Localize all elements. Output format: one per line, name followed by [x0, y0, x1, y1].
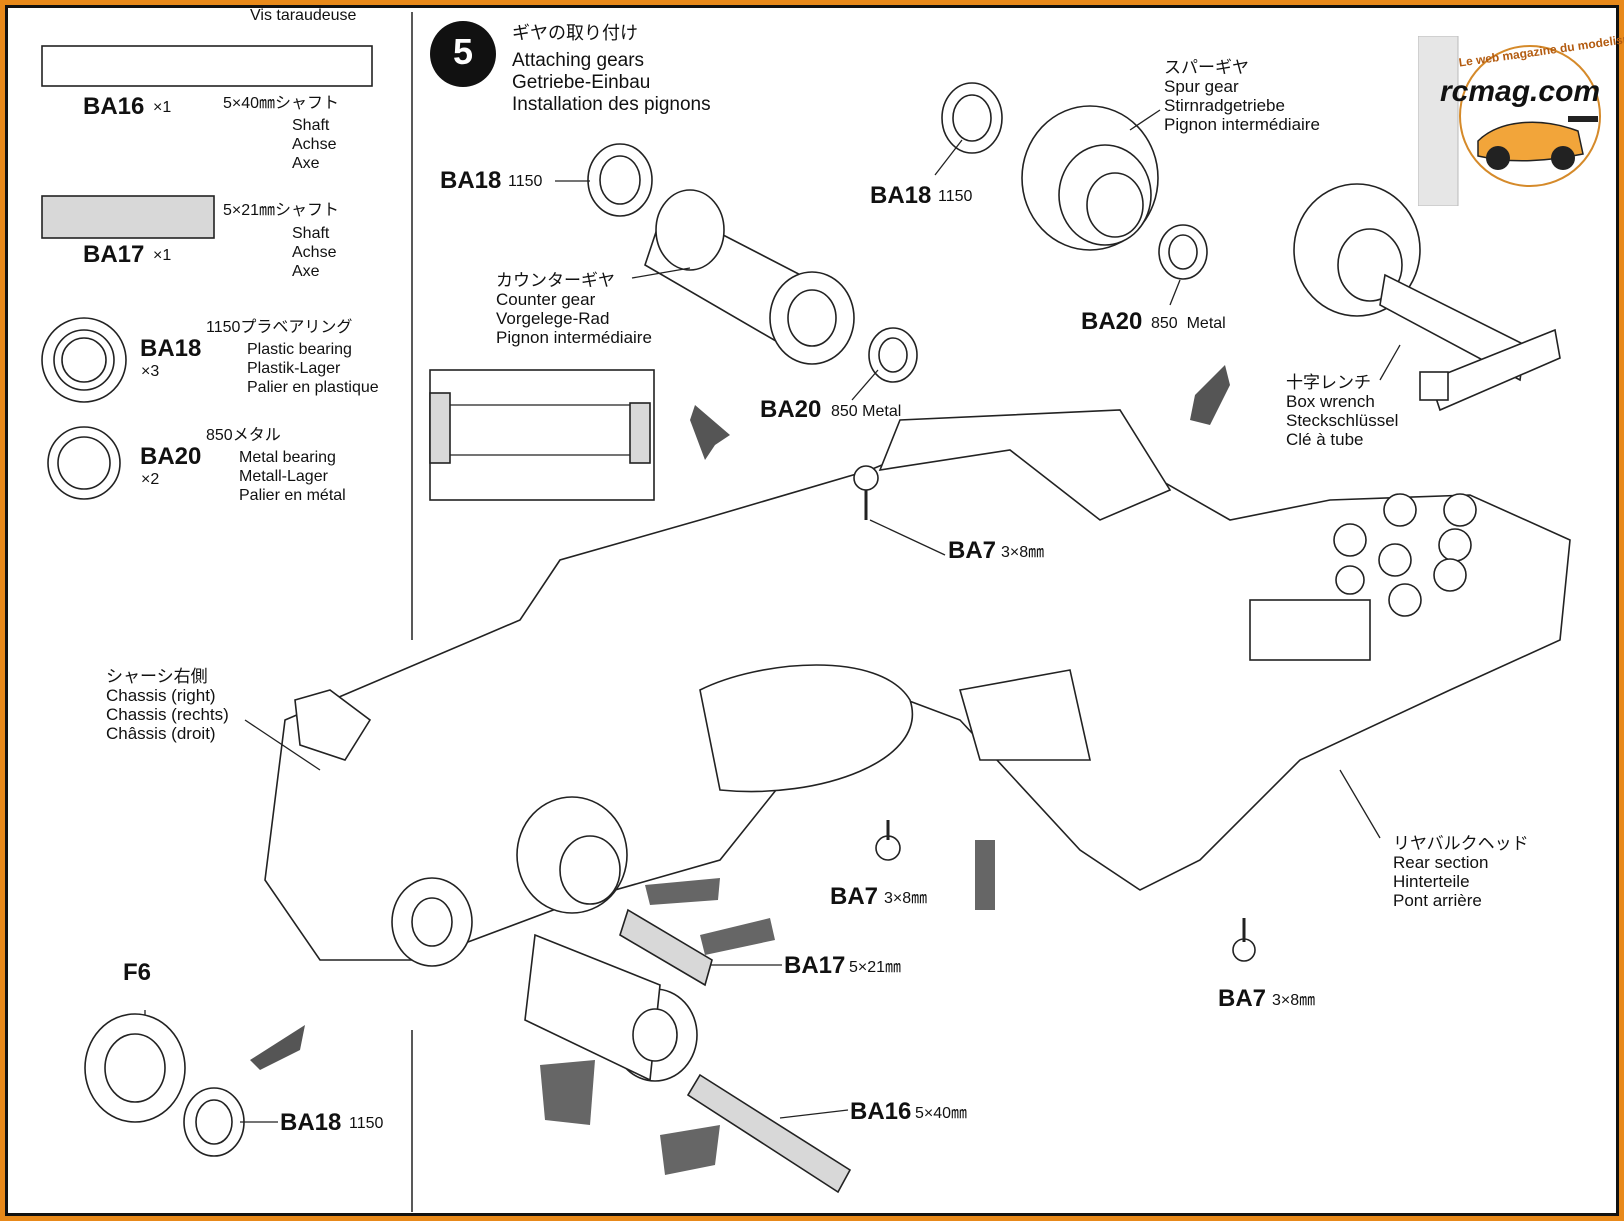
part-name-de: Plastik-Lager — [247, 360, 341, 377]
part-name-en: Shaft — [292, 225, 330, 242]
step-number: 5 — [452, 31, 474, 72]
grease-tube-drawing — [660, 1125, 720, 1175]
step-title-jp: ギヤの取り付け — [512, 23, 638, 43]
part-size: 850メタル — [206, 427, 281, 444]
ba20-bearing-drawing — [47, 426, 121, 500]
grease-tube-drawing — [645, 878, 720, 905]
callout-ba7-mid-spec: 3×8㎜ — [884, 890, 928, 907]
step-badge — [430, 21, 496, 87]
grease-tube-drawing — [540, 1060, 595, 1125]
screw-ba7-mid-drawing — [875, 820, 901, 861]
part-name-en: Plastic bearing — [247, 341, 352, 358]
callout-f6-code: F6 — [123, 959, 152, 986]
callout-ba17-code: BA17 — [784, 952, 846, 979]
callout-ba7-top-spec: 3×8㎜ — [1001, 544, 1045, 561]
part-name-fr: Axe — [292, 263, 320, 280]
ba16-shaft-drawing — [41, 45, 373, 87]
callout-ba16-code: BA16 — [850, 1098, 912, 1125]
partial-header: Vis taraudeuse — [250, 7, 357, 24]
part-code: BA16 — [83, 93, 145, 120]
part-code: BA18 — [140, 335, 202, 362]
label-box-wrench: 十字レンチ Box wrench Steckschlüssel Clé à tu… — [1286, 373, 1399, 449]
chassis-bearing-drawing — [391, 877, 473, 967]
bearing-ba20-left-drawing — [868, 327, 918, 383]
ba18-bottom-bearing-drawing — [183, 1087, 245, 1157]
box-wrench-drawing — [1293, 183, 1561, 412]
inset-part-drawing — [429, 369, 655, 501]
part-qty: ×1 — [153, 99, 172, 116]
part-qty: ×2 — [141, 471, 160, 488]
callout-ba18-left-spec: 1150 — [508, 173, 543, 190]
part-name-en: Shaft — [292, 117, 330, 134]
part-name-en: Metal bearing — [239, 449, 336, 466]
part-code: BA17 — [83, 241, 145, 268]
part-name-de: Achse — [292, 244, 337, 261]
callout-ba7-top-code: BA7 — [948, 537, 997, 564]
step-title-en: Attaching gears — [512, 50, 645, 71]
assembly-arrow — [250, 1025, 305, 1070]
bearing-ba20-right-drawing — [1158, 224, 1208, 280]
shaft-ba17-drawing — [619, 908, 713, 987]
step-title-fr: Installation des pignons — [512, 94, 711, 115]
label-chassis-right: シャーシ右側 Chassis (right) Chassis (rechts) … — [106, 667, 229, 743]
part-name-fr: Axe — [292, 155, 320, 172]
callout-ba18-right-code: BA18 — [870, 182, 932, 209]
assembly-arrow — [1190, 365, 1230, 425]
rcmag-watermark-logo: rcmag.com Le web magazine du modelisme — [1417, 30, 1624, 207]
bearing-ba18-right-drawing — [941, 82, 1003, 154]
callout-ba17-spec: 5×21㎜ — [849, 959, 902, 976]
callout-ba18-bottom-spec: 1150 — [349, 1115, 384, 1132]
callout-ba7-right-code: BA7 — [1218, 985, 1267, 1012]
bearing-ba18-left-drawing — [587, 143, 653, 217]
counter-gear-drawing — [644, 189, 855, 365]
callout-ba7-right-spec: 3×8㎜ — [1272, 992, 1316, 1009]
inner-black-frame — [5, 5, 1619, 1216]
label-spur-gear: スパーギヤ Spur gear Stirnradgetriebe Pignon … — [1164, 58, 1320, 134]
callout-ba18-bottom-code: BA18 — [280, 1109, 342, 1136]
part-name-de: Achse — [292, 136, 337, 153]
label-rear-section: リヤバルクヘッド Rear section Hinterteile Pont a… — [1393, 834, 1529, 910]
lower-gear-upper-drawing — [516, 796, 628, 914]
screw-ba7-right-drawing — [1232, 918, 1256, 962]
label-counter-gear: カウンターギヤ Counter gear Vorgelege-Rad Pigno… — [496, 271, 652, 347]
logo-brand: rcmag.com — [1440, 75, 1601, 108]
part-size: 1150プラベアリング — [206, 319, 353, 336]
callout-ba20-right-code: BA20 — [1081, 308, 1143, 335]
callout-ba7-mid-code: BA7 — [830, 883, 879, 910]
spur-gear-drawing — [1021, 105, 1159, 251]
part-size: 5×21㎜シャフト — [223, 202, 340, 219]
callout-ba18-left-code: BA18 — [440, 167, 502, 194]
callout-ba18-right-spec: 1150 — [938, 188, 973, 205]
part-size: 5×40㎜シャフト — [223, 95, 340, 112]
part-name-fr: Palier en plastique — [247, 379, 379, 396]
screw-ba7-top-drawing — [853, 465, 879, 520]
callout-ba20-left-spec: 850 Metal — [831, 403, 902, 420]
lower-gear-lower-drawing — [524, 933, 698, 1082]
callout-ba20-right-spec: 850 Metal — [1151, 315, 1226, 332]
part-qty: ×1 — [153, 247, 172, 264]
ba17-shaft-drawing — [41, 195, 215, 239]
grease-tube-drawing — [975, 840, 995, 910]
shaft-ba16-drawing — [686, 1073, 852, 1194]
callout-ba16-spec: 5×40㎜ — [915, 1105, 968, 1122]
step-title-de: Getriebe-Einbau — [512, 72, 651, 93]
part-qty: ×3 — [141, 363, 160, 380]
f6-bearing-drawing — [84, 1013, 186, 1123]
part-name-de: Metall-Lager — [239, 468, 328, 485]
assembly-arrow — [690, 405, 730, 460]
callout-ba20-left-code: BA20 — [760, 396, 822, 423]
part-code: BA20 — [140, 443, 202, 470]
grease-tube-drawing — [700, 918, 775, 955]
ba18-bearing-drawing — [41, 317, 127, 403]
part-name-fr: Palier en métal — [239, 487, 346, 504]
rcmag-logo-icon — [1417, 35, 1601, 207]
